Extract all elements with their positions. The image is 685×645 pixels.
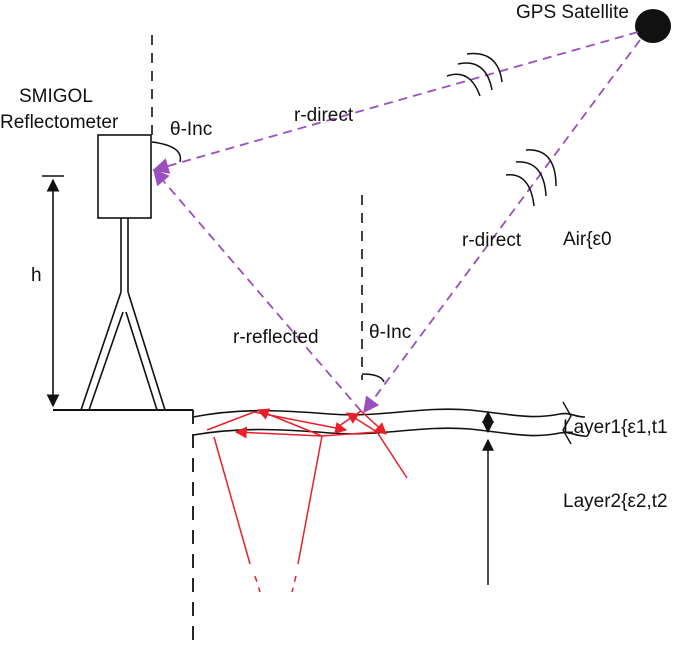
satellite-label: GPS Satellite	[516, 2, 629, 23]
tripod-leg-right	[125, 291, 167, 411]
refraction-paths	[206, 408, 408, 593]
instrument-label-line2: Reflectometer	[0, 112, 119, 133]
air-label: Air{ε0	[563, 229, 612, 250]
theta-arc-bottom	[361, 373, 385, 383]
r-direct-label-right: r-direct	[462, 230, 522, 251]
reflected-ray	[152, 168, 362, 412]
r-reflected-label: r-reflected	[233, 327, 319, 348]
direct-ray-to-surface	[363, 39, 641, 414]
wave-icon	[446, 52, 557, 207]
satellite-icon	[635, 9, 671, 43]
layer1-label: Layer1{ε1,t1	[563, 417, 668, 438]
reflectometer-box	[97, 134, 152, 219]
theta-label-top: θ-Inc	[170, 119, 212, 140]
theta-label-bottom: θ-Inc	[369, 322, 411, 343]
tripod-leg-left	[79, 291, 124, 411]
layer2-label: Layer2{ε2,t2	[563, 491, 668, 512]
theta-arc-top	[151, 141, 182, 163]
layer1-top-interface	[192, 408, 586, 418]
height-label: h	[31, 265, 42, 286]
direct-ray-to-instrument	[152, 31, 639, 174]
layer1-bottom-interface	[192, 427, 586, 437]
interface-break-mark	[562, 401, 572, 445]
instrument-label-line1: SMIGOL	[19, 86, 93, 107]
r-direct-label-top: r-direct	[294, 105, 354, 126]
